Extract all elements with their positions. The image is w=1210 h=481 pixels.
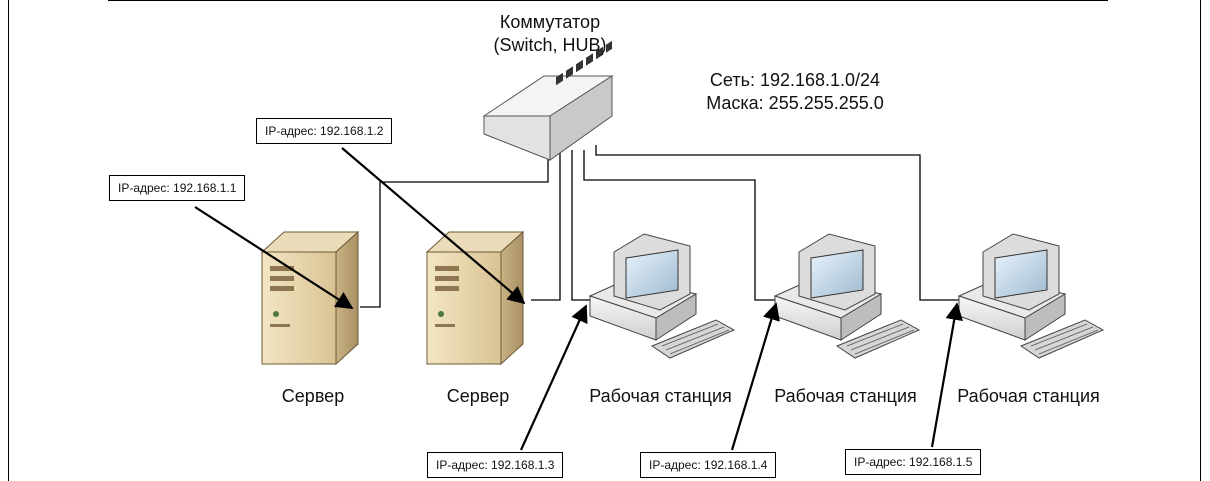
link-server-1: [360, 150, 549, 308]
switch-title: Коммутатор: [499, 12, 601, 32]
ip-label-server-1: IP-адрес: 192.168.1.1: [109, 175, 246, 201]
frame-right-line: [1200, 0, 1201, 481]
switch-subtitle: (Switch, HUB): [493, 35, 607, 55]
device-caption-workstation-3: Рабочая станция: [957, 386, 1100, 406]
arrow-ip-5: [930, 302, 963, 448]
link-workstation-2: [583, 150, 775, 301]
workstation-icon: [588, 233, 736, 359]
device-caption-server-1: Сервер: [281, 386, 345, 406]
network-mask: Маска: 255.255.255.0: [706, 93, 884, 113]
arrow-ip-3: [519, 304, 588, 451]
server-icon: [425, 230, 525, 366]
arrow-ip-1: [194, 206, 354, 309]
link-workstation-3: [595, 145, 960, 301]
ip-arrows: [194, 147, 963, 451]
arrow-ip-2: [341, 147, 526, 305]
device-caption-workstation-1: Рабочая станция: [589, 386, 732, 406]
device-caption-server-2: Сервер: [446, 386, 510, 406]
link-server-2: [531, 150, 561, 301]
network-address: Сеть: 192.168.1.0/24: [709, 70, 881, 90]
workstation-icon: [773, 233, 921, 359]
link-workstation-1: [571, 150, 590, 301]
ip-label-server-2: IP-адрес: 192.168.1.2: [256, 118, 393, 144]
frame-left-line: [8, 0, 9, 481]
ip-label-workstation-2: IP-адрес: 192.168.1.4: [640, 452, 777, 478]
connection-lines: [360, 145, 960, 308]
workstation-icon: [957, 233, 1105, 359]
server-icon: [260, 230, 360, 366]
arrow-ip-4: [730, 302, 780, 451]
switch-icon: [482, 40, 614, 161]
device-caption-workstation-2: Рабочая станция: [774, 386, 917, 406]
ip-label-workstation-3: IP-адрес: 192.168.1.5: [845, 449, 982, 475]
frame-top-line: [108, 0, 1108, 1]
ip-label-workstation-1: IP-адрес: 192.168.1.3: [427, 452, 564, 478]
